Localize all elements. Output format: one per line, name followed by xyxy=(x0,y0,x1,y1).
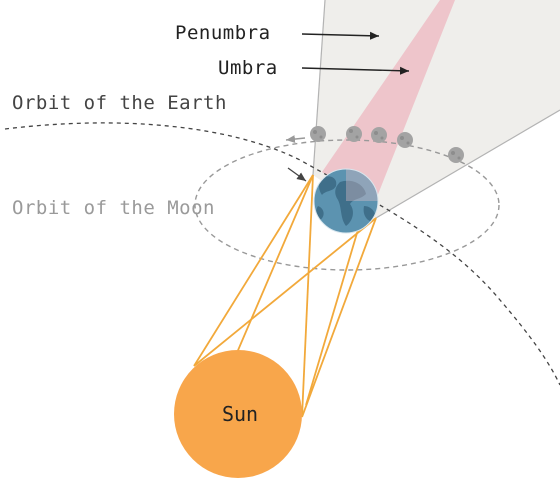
moon-icon xyxy=(310,126,326,142)
sun-label: Sun xyxy=(222,402,258,426)
moon-orbit-label: Orbit of the Moon xyxy=(12,197,215,219)
umbra-region xyxy=(322,0,455,212)
moon-icon xyxy=(371,127,387,143)
moon-icon xyxy=(448,147,464,163)
earth-orbit-path xyxy=(4,122,560,386)
penumbra-edge-left xyxy=(312,0,326,176)
moon-orbit-path xyxy=(194,139,500,271)
sun-disc-icon xyxy=(174,350,302,478)
umbra-label: Umbra xyxy=(218,57,278,79)
penumbra-label: Penumbra xyxy=(175,22,271,44)
penumbra-edge-right xyxy=(375,109,560,219)
moon-positions xyxy=(310,126,464,163)
earth-orbit-direction-arrow xyxy=(287,167,307,182)
earth-orbit-label: Orbit of the Earth xyxy=(12,92,227,114)
moon-icon xyxy=(346,126,362,142)
umbra-pointer-arrow xyxy=(301,66,410,75)
earth-globe-icon xyxy=(313,168,379,234)
sun-rays xyxy=(193,174,377,418)
moon-icon xyxy=(397,132,413,148)
moon-orbit-direction-arrow xyxy=(285,135,306,144)
penumbra-pointer-arrow xyxy=(301,31,380,40)
